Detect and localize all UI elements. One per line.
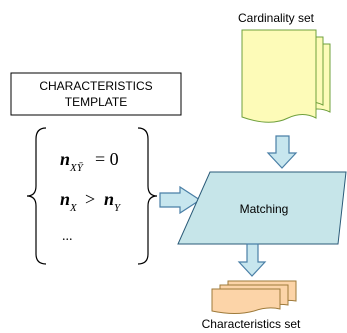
arrow-matching-to-characteristics [237, 243, 267, 277]
condition-2: n X > n Y [60, 189, 122, 214]
condition-1: n XȲ = 0 [60, 149, 119, 174]
cardinality-set-label: Cardinality set [238, 11, 315, 25]
condition-2-subscript-b: Y [114, 202, 122, 214]
arrow-template-to-matching [159, 185, 202, 215]
characteristics-set-label: Characteristics set [202, 317, 301, 331]
condition-ellipsis: ... [62, 229, 73, 244]
template-title-line1: CHARACTERISTICS [39, 79, 152, 93]
condition-2-variable-b: n [104, 189, 114, 209]
condition-1-subscript: XȲ [69, 162, 85, 174]
arrow-cardinality-to-matching [266, 135, 298, 169]
cardinality-set-documents [241, 29, 331, 123]
document-front [241, 29, 317, 123]
condition-1-relation: = 0 [95, 149, 119, 169]
left-curly-brace [26, 127, 47, 265]
condition-1-variable: n [60, 149, 70, 169]
condition-2-subscript-a: X [69, 202, 78, 214]
right-curly-brace [137, 127, 158, 265]
matching-process-shape [177, 171, 347, 245]
condition-2-relation: > [85, 189, 95, 209]
template-title-box [10, 72, 182, 116]
condition-2-variable-a: n [60, 189, 70, 209]
characteristics-set-documents [211, 280, 297, 314]
matching-label: Matching [240, 202, 289, 216]
template-title-line2: TEMPLATE [65, 95, 127, 109]
char-document-front [211, 288, 281, 314]
